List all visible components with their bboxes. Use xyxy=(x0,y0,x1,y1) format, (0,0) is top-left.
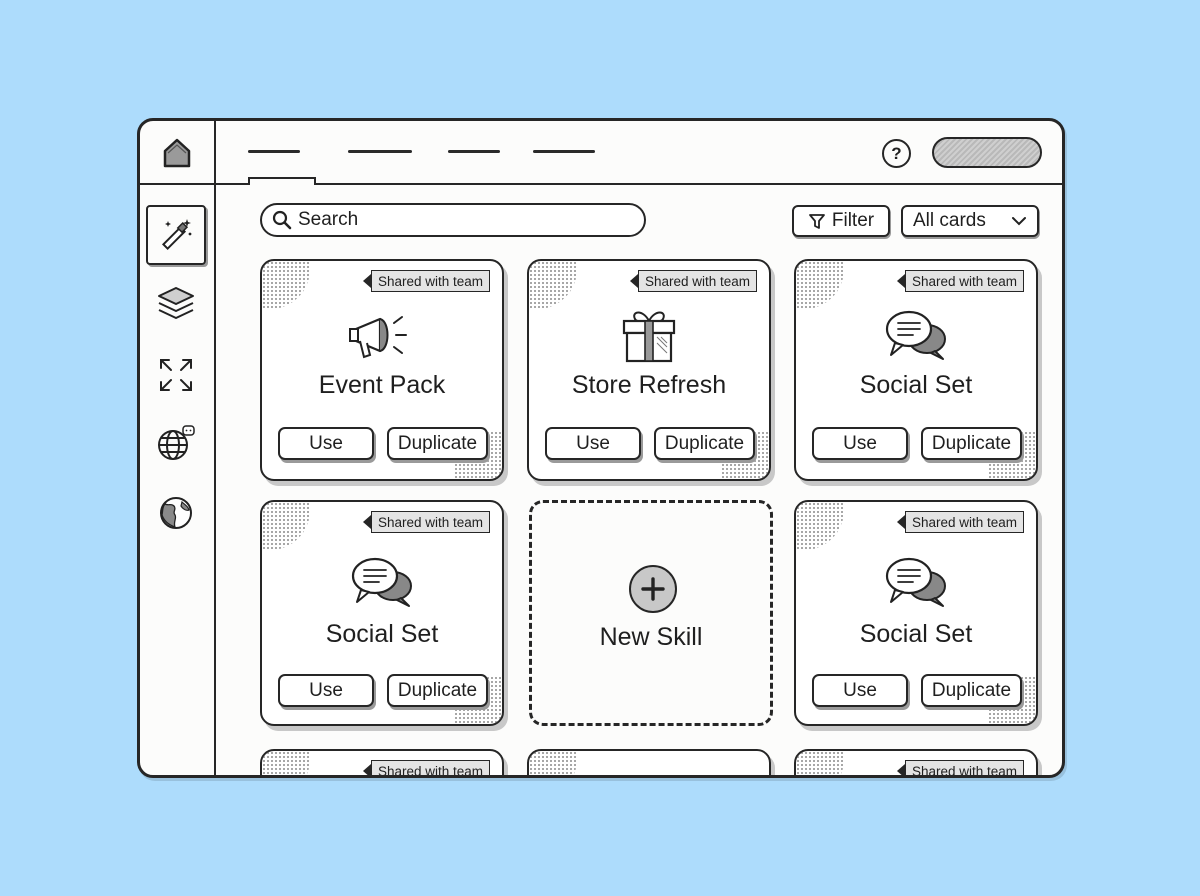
duplicate-button[interactable]: Duplicate xyxy=(921,427,1022,460)
use-button[interactable]: Use xyxy=(278,427,374,460)
skill-card[interactable]: Shared with team Social Set Use Duplicat… xyxy=(794,500,1038,726)
card-title: Event Pack xyxy=(318,371,446,399)
skill-card[interactable]: Shared with team xyxy=(260,749,504,775)
skill-card[interactable] xyxy=(527,749,771,775)
plus-icon xyxy=(629,565,677,613)
shared-badge: Shared with team xyxy=(629,270,757,292)
use-button[interactable]: Use xyxy=(545,427,641,460)
nav-link-3[interactable] xyxy=(448,150,500,153)
sidebar-item-globe-chat[interactable] xyxy=(146,413,206,473)
duplicate-button[interactable]: Duplicate xyxy=(654,427,755,460)
home-button[interactable] xyxy=(140,121,216,185)
shared-badge: Shared with team xyxy=(362,511,490,533)
sidebar-item-layers[interactable] xyxy=(146,273,206,333)
chat-bubbles-icon xyxy=(262,552,502,612)
use-button[interactable]: Use xyxy=(278,674,374,707)
duplicate-button[interactable]: Duplicate xyxy=(921,674,1022,707)
nav-link-1[interactable] xyxy=(248,150,300,153)
globe-chat-icon xyxy=(158,425,195,460)
sidebar-item-expand[interactable] xyxy=(146,345,206,405)
chat-bubbles-icon xyxy=(796,552,1036,612)
shared-badge: Shared with team xyxy=(896,511,1024,533)
skill-card[interactable]: Shared with team Social Set Use Duplicat… xyxy=(794,259,1038,481)
card-title: Store Refresh xyxy=(571,371,727,399)
new-skill-card[interactable]: New Skill xyxy=(529,500,773,726)
earth-icon xyxy=(160,497,192,529)
cards-select-value: All cards xyxy=(913,210,986,231)
search-icon xyxy=(272,210,292,230)
card-title: Social Set xyxy=(859,620,973,648)
skill-card[interactable]: Shared with team Event Pack Use Duplicat… xyxy=(260,259,504,481)
shared-badge: Shared with team xyxy=(896,760,1024,775)
skill-card[interactable]: Shared with team xyxy=(794,749,1038,775)
nav-link-2[interactable] xyxy=(348,150,412,153)
card-title: Social Set xyxy=(325,620,439,648)
search-input[interactable]: Search xyxy=(260,203,646,237)
use-button[interactable]: Use xyxy=(812,427,908,460)
megaphone-icon xyxy=(262,305,502,365)
shared-badge: Shared with team xyxy=(362,270,490,292)
cards-view-select[interactable]: All cards xyxy=(901,205,1039,237)
chat-bubbles-icon xyxy=(796,305,1036,365)
skill-card[interactable]: Shared with team Store Refresh Use Dupli… xyxy=(527,259,771,481)
filter-label: Filter xyxy=(831,210,875,231)
nav-link-4[interactable] xyxy=(533,150,595,153)
card-title: Social Set xyxy=(859,371,973,399)
sidebar-item-earth[interactable] xyxy=(146,483,206,543)
sidebar-item-magic[interactable] xyxy=(146,205,206,265)
search-placeholder: Search xyxy=(298,209,359,230)
duplicate-button[interactable]: Duplicate xyxy=(387,674,488,707)
skill-card[interactable]: Shared with team Social Set Use Duplicat… xyxy=(260,500,504,726)
shared-badge: Shared with team xyxy=(896,270,1024,292)
shared-badge: Shared with team xyxy=(362,760,490,775)
app-window: ? xyxy=(137,118,1065,778)
help-icon[interactable]: ? xyxy=(882,139,911,168)
sidebar xyxy=(140,185,216,775)
active-tab-indicator xyxy=(248,177,316,185)
chevron-down-icon xyxy=(1012,217,1026,226)
use-button[interactable]: Use xyxy=(812,674,908,707)
expand-icon xyxy=(160,359,192,391)
filter-button[interactable]: Filter xyxy=(792,205,890,237)
top-bar: ? xyxy=(140,121,1062,185)
duplicate-button[interactable]: Duplicate xyxy=(387,427,488,460)
main-content: Search Filter All cards Shared with team xyxy=(218,187,1062,775)
account-button[interactable] xyxy=(932,137,1042,168)
gift-icon xyxy=(529,305,769,365)
home-icon xyxy=(163,138,191,168)
magic-wand-icon xyxy=(161,219,192,251)
funnel-icon xyxy=(808,214,825,229)
layers-icon xyxy=(158,287,194,319)
new-skill-label: New Skill xyxy=(599,623,703,651)
